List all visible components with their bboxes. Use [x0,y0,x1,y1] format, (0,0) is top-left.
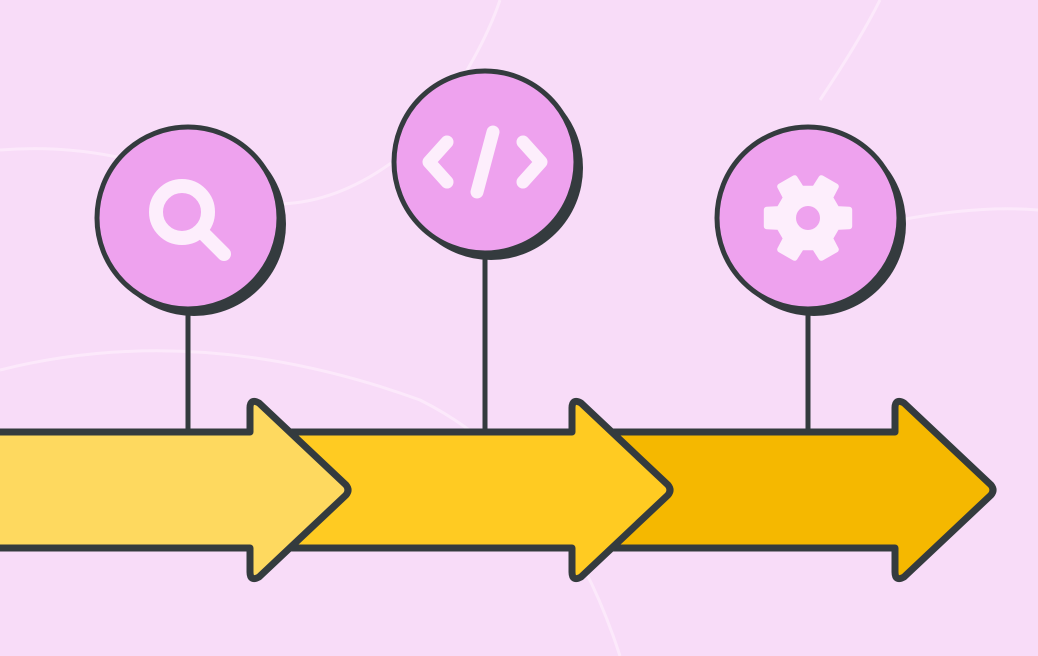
step-pin-2 [391,68,583,432]
pin-circle [94,124,282,312]
arrow-2 [276,397,674,583]
arrows [0,397,997,583]
step-pin-3 [714,124,906,432]
pins [94,68,906,432]
gear-icon [763,175,853,261]
code-icon [422,125,548,199]
arrow-1 [0,397,352,583]
arrow-3 [596,397,997,583]
step-pin-1 [94,124,286,432]
search-icon [149,179,231,261]
